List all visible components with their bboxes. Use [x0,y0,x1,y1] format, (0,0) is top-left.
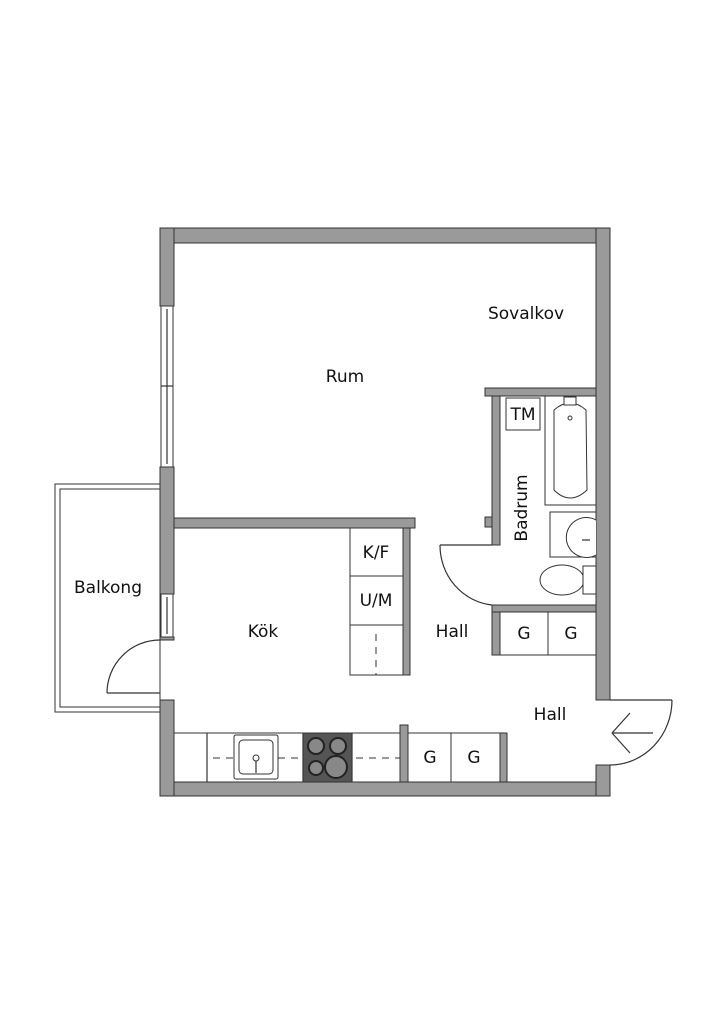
fixture-label-kf: K/F [363,543,390,563]
closet-label: G [564,624,577,644]
room-label-sovalkov: Sovalkov [488,304,564,324]
room-label-badrum: Badrum [512,474,532,541]
washing-machine-box [505,397,541,431]
room-label-hall: Hall [436,622,469,642]
window-rum [160,305,174,468]
entrance-door[interactable] [609,699,673,766]
closets-kitchen [407,732,501,783]
fixture-label-um: U/M [360,591,393,611]
window-kok [160,593,174,638]
entrance-arrow-icon [611,712,653,754]
kitchen-sink [233,734,279,780]
balcony [54,483,161,713]
room-label-hall-entrance: Hall [534,705,567,725]
room-label-kok: Kök [248,622,279,642]
closet-label: G [517,624,530,644]
outer-walls [159,227,611,797]
balcony-door[interactable] [106,639,161,694]
kitchen-island [349,527,404,676]
room-label-rum: Rum [326,367,364,387]
fixture-label-tm: TM [509,405,535,425]
closet-label: G [467,748,480,768]
kitchen-counter [173,732,401,783]
bathroom-door[interactable] [439,544,493,606]
toilet [539,564,597,596]
closets-hall [499,611,597,656]
interior-walls [173,387,597,783]
room-label-balkong: Balkong [74,578,142,598]
closet-label: G [423,748,436,768]
bathtub [544,395,597,506]
stove [302,732,353,783]
sink [549,511,597,558]
